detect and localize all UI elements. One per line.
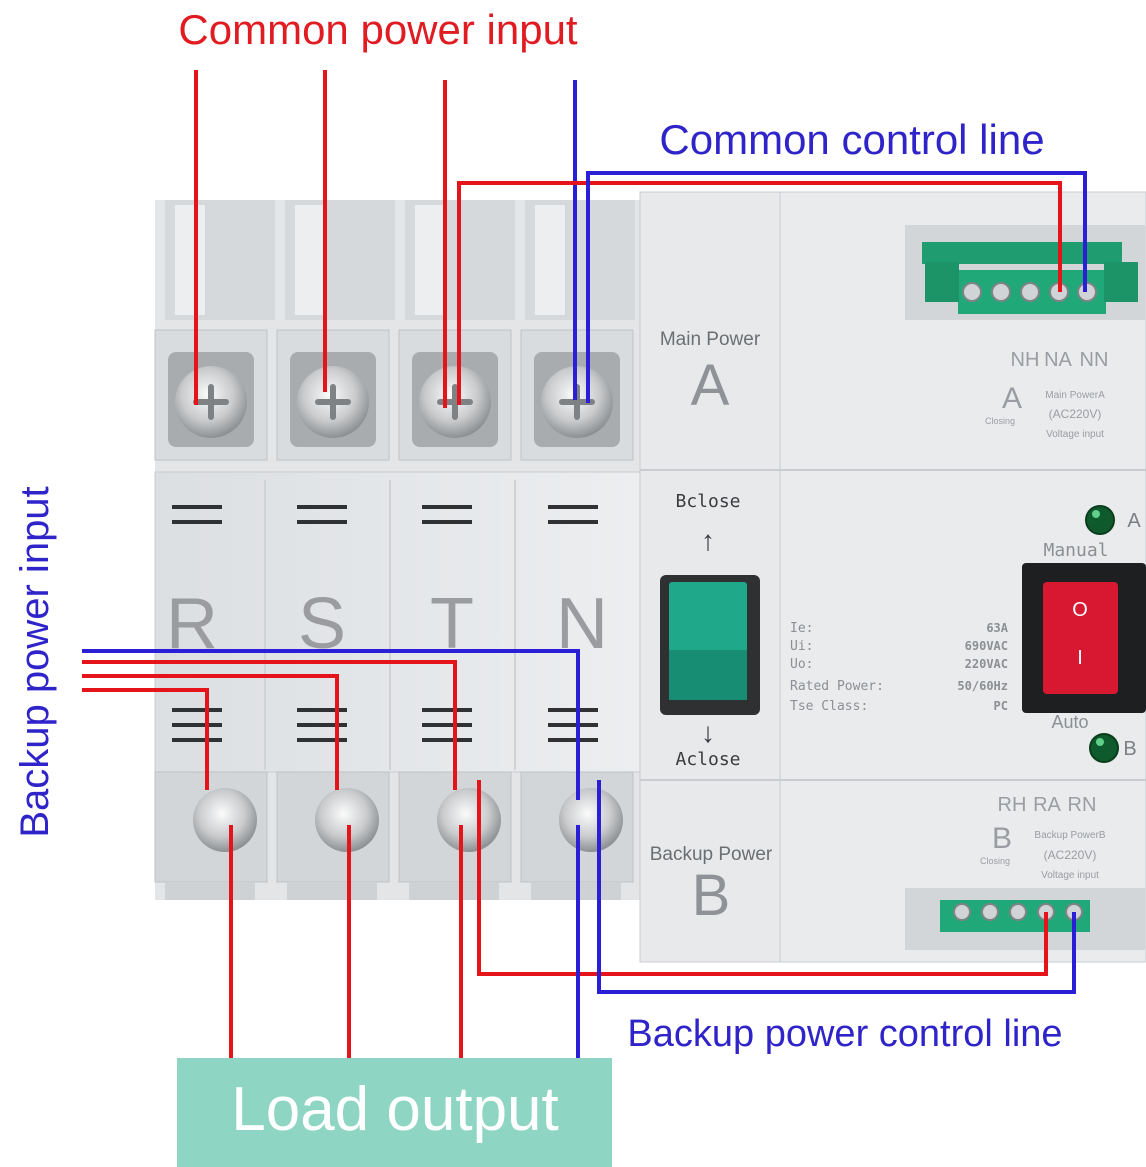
- manual-label: Manual: [1043, 540, 1108, 561]
- rating-keys: Ie: Ui: Uo: Rated Power: Tse Class:: [790, 621, 884, 714]
- handle-down-label: Aclose: [675, 749, 740, 770]
- svg-text:NH: NH: [1011, 349, 1040, 371]
- lower-vent-marks: [172, 708, 598, 742]
- svg-text:Ui:: Ui:: [790, 639, 813, 654]
- face-dividers: [264, 480, 516, 770]
- led-a-label: A: [1127, 510, 1141, 532]
- svg-text:Closing: Closing: [985, 416, 1015, 426]
- backup-control-terminal-block: [940, 900, 1090, 932]
- common-power-input-label: Common power input: [178, 6, 578, 53]
- led-b-label: B: [1123, 738, 1136, 760]
- screw-icon: [437, 788, 501, 852]
- handle-up-label: Bclose: [675, 491, 740, 512]
- backup-input-wire-s: [82, 674, 339, 790]
- auto-label: Auto: [1051, 712, 1088, 732]
- svg-text:B: B: [992, 822, 1012, 855]
- backup-terminal-legend: RH RA RN B Closing Backup PowerB (AC220V…: [980, 794, 1106, 881]
- svg-text:Closing: Closing: [980, 856, 1010, 866]
- svg-text:Main PowerA: Main PowerA: [1045, 390, 1105, 401]
- svg-text:NN: NN: [1080, 349, 1109, 371]
- svg-text:Voltage input: Voltage input: [1041, 870, 1099, 881]
- common-control-wire-neutral: [586, 171, 1087, 403]
- wiring: [82, 70, 1087, 1058]
- svg-text:(AC220V): (AC220V): [1044, 848, 1097, 862]
- svg-text:Ie:: Ie:: [790, 621, 813, 636]
- backup-power-input-label: Backup power input: [13, 486, 57, 837]
- backup-input-wire-n: [82, 649, 580, 800]
- svg-text:Backup PowerB: Backup PowerB: [1034, 830, 1105, 841]
- backup-power-control-line-label: Backup power control line: [627, 1013, 1062, 1055]
- svg-text:RH: RH: [998, 794, 1027, 816]
- rocker-off-mark: I: [1077, 647, 1083, 669]
- backup-control-wire-neutral: [597, 780, 1076, 994]
- main-power-caption: Main Power: [660, 329, 761, 350]
- arrow-down-icon: ↓: [701, 717, 715, 748]
- backup-control-wire-live: [477, 780, 1048, 976]
- upper-vent-marks: [172, 505, 598, 524]
- svg-text:RA: RA: [1033, 794, 1061, 816]
- common-control-wire-live: [457, 181, 1062, 405]
- svg-text:220VAC: 220VAC: [965, 657, 1008, 671]
- main-control-terminal-block: [922, 242, 1138, 314]
- rocker-on-mark: O: [1072, 599, 1088, 621]
- backup-power-letter: B: [692, 863, 731, 928]
- svg-text:NA: NA: [1044, 349, 1072, 371]
- device-body: R S T N Main Power A Bclose ↑: [154, 191, 1146, 963]
- backup-power-caption: Backup Power: [650, 844, 773, 865]
- svg-text:PC: PC: [994, 699, 1008, 713]
- arrow-up-icon: ↑: [701, 525, 715, 556]
- backup-input-wire-t: [82, 660, 457, 790]
- svg-text:Rated Power:: Rated Power:: [790, 679, 884, 694]
- screw-icon: [193, 788, 257, 852]
- screw-icon: [559, 788, 623, 852]
- svg-text:Voltage input: Voltage input: [1046, 429, 1104, 440]
- svg-text:690VAC: 690VAC: [965, 639, 1008, 653]
- main-terminal-legend: NH NA NN A Closing Main PowerA (AC220V) …: [985, 349, 1108, 440]
- load-output-label: Load output: [231, 1075, 559, 1144]
- mode-rocker-switch[interactable]: [1043, 582, 1118, 694]
- svg-text:50/60Hz: 50/60Hz: [957, 679, 1008, 693]
- led-a-icon: [1085, 505, 1115, 535]
- svg-text:RN: RN: [1068, 794, 1097, 816]
- main-power-letter: A: [691, 353, 730, 418]
- backup-input-wire-r: [82, 688, 209, 790]
- common-control-line-label: Common control line: [659, 116, 1044, 163]
- led-b-icon: [1089, 733, 1119, 763]
- svg-text:A: A: [1002, 382, 1022, 415]
- svg-text:Tse Class:: Tse Class:: [790, 699, 868, 714]
- rating-values: 63A 690VAC 220VAC 50/60Hz PC: [957, 621, 1008, 713]
- screw-icon: [315, 788, 379, 852]
- svg-text:(AC220V): (AC220V): [1049, 407, 1102, 421]
- svg-text:Uo:: Uo:: [790, 657, 813, 672]
- load-output-box: [177, 1058, 612, 1167]
- svg-text:63A: 63A: [986, 621, 1008, 635]
